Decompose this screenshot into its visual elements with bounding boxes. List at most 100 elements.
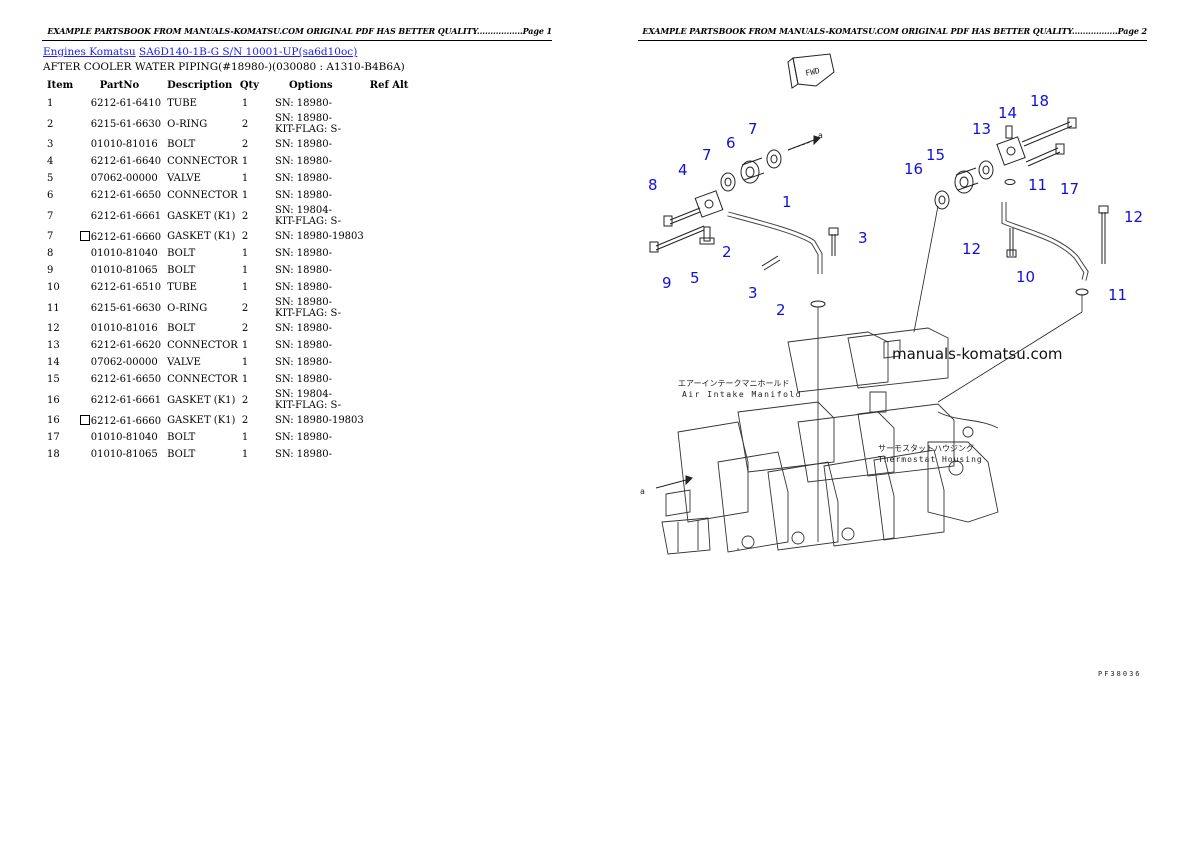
cell-partno: 6212-61-6510 <box>78 279 163 296</box>
cell-options: SN: 18980- <box>263 95 366 112</box>
cell-qty: 1 <box>241 374 249 385</box>
cell-options: SN: 18980- <box>263 245 366 262</box>
gasket-16-drawing <box>978 160 994 180</box>
option-kit-flag: KIT-FLAG: S- <box>274 124 342 135</box>
cell-description: VALVE <box>167 357 201 368</box>
option-kit-flag: KIT-FLAG: S- <box>274 400 342 411</box>
part-number: 6212-61-6410 <box>90 98 162 109</box>
connector-15-drawing <box>954 167 979 194</box>
cell-description: BOLT <box>167 323 196 334</box>
callout-11b: 11 <box>1108 286 1127 304</box>
thermostat-label-jp: サーモスタットハウジング <box>878 443 974 453</box>
cell-qty: 1 <box>241 190 249 201</box>
option-serial: SN: 18980- <box>274 340 332 351</box>
cell-qty: 1 <box>241 432 249 443</box>
cell-qty: 2 <box>241 139 249 150</box>
cell-description: GASKET (K1) <box>167 394 236 406</box>
callout-11: 11 <box>1028 176 1047 194</box>
option-serial: SN: 18980- <box>274 265 332 276</box>
callout-12: 12 <box>962 240 981 258</box>
cell-partno: 6212-61-6650 <box>78 187 163 204</box>
cell-refalt <box>366 320 413 337</box>
cell-partno: 6212-61-6661 <box>78 388 163 412</box>
cell-description: BOLT <box>167 265 196 276</box>
cell-description: TUBE <box>167 282 197 293</box>
callout-16: 16 <box>904 160 923 178</box>
part-number: 6212-61-6660 <box>90 231 162 243</box>
gasket-7b-drawing <box>766 149 782 169</box>
bolt-3-drawing <box>828 227 839 256</box>
cell-refalt <box>366 112 413 136</box>
cell-refalt <box>366 187 413 204</box>
callout-9: 9 <box>662 274 672 292</box>
cell-refalt <box>366 95 413 112</box>
callout-5: 5 <box>690 269 700 287</box>
cell-description: BOLT <box>167 449 196 460</box>
callout-2: 2 <box>722 243 732 261</box>
part-number: 6212-61-6661 <box>90 210 162 222</box>
alternate-checkbox-icon <box>79 414 90 425</box>
part-number: 01010-81016 <box>90 139 158 150</box>
fwd-sign <box>787 53 835 89</box>
cell-options: SN: 18980- <box>263 429 366 446</box>
page-header-left: EXAMPLE PARTSBOOK FROM MANUALS-KOMATSU.C… <box>42 26 552 41</box>
cell-refalt <box>366 371 413 388</box>
cell-qty: 1 <box>241 340 249 351</box>
option-serial: SN: 18980- <box>274 113 332 124</box>
cell-partno: 07062-00000 <box>78 170 163 187</box>
option-serial: SN: 18980- <box>274 297 332 308</box>
cell-description: BOLT <box>167 248 196 259</box>
col-partno: PartNo <box>99 79 140 91</box>
col-refalt: Ref Alt <box>369 79 409 91</box>
part-number: 6215-61-6630 <box>90 118 162 130</box>
arrow-a-bottom <box>655 475 693 489</box>
callout-7: 7 <box>702 146 712 164</box>
cell-qty: 2 <box>241 415 249 426</box>
callout-2b: 2 <box>776 301 786 319</box>
cell-item: 3 <box>47 139 54 150</box>
callout-7b: 7 <box>748 120 758 138</box>
cell-item: 13 <box>47 340 60 351</box>
cell-item: 1 <box>47 98 54 109</box>
cell-item: 4 <box>47 156 54 167</box>
cell-item: 18 <box>47 449 60 460</box>
cell-options: SN: 18980- <box>263 262 366 279</box>
cell-refalt <box>366 170 413 187</box>
breadcrumb-link-model[interactable]: SA6D140-1B-G S/N 10001-UP(sa6d10oc) <box>139 46 358 58</box>
cell-qty: 2 <box>241 231 249 242</box>
option-serial: SN: 18980-19803 <box>274 231 364 242</box>
valve-5-drawing <box>699 226 715 245</box>
cell-options: SN: 18980- <box>263 354 366 371</box>
cell-refalt <box>366 446 413 463</box>
table-header-row: Item PartNo Description Qty Options Ref … <box>43 76 412 95</box>
part-number: 01010-81016 <box>90 323 158 334</box>
bolt-18-drawing <box>1021 117 1077 147</box>
cell-options: SN: 18980- <box>263 371 366 388</box>
breadcrumb-link-engines[interactable]: Engines Komatsu <box>43 46 136 58</box>
cell-item: 7 <box>47 231 54 242</box>
parts-diagram: FWD a a エアーインテークマニホールド Air Intake Manifo… <box>640 53 1143 678</box>
air-intake-label-jp: エアーインテークマニホールド <box>678 379 790 388</box>
cell-item: 9 <box>47 265 54 276</box>
cell-refalt <box>366 136 413 153</box>
option-serial: SN: 18980- <box>274 156 332 167</box>
cell-refalt <box>366 354 413 371</box>
cell-item: 10 <box>47 282 60 293</box>
thermostat-label-en: Thermostat Housing <box>878 455 983 464</box>
cell-item: 12 <box>47 323 60 334</box>
cell-qty: 2 <box>241 210 249 222</box>
part-number: 6212-61-6650 <box>90 374 162 385</box>
cell-qty: 1 <box>241 156 249 167</box>
cell-description: CONNECTOR <box>167 374 238 385</box>
bolt-17-drawing <box>1025 143 1065 167</box>
cell-options: SN: 18980- <box>263 320 366 337</box>
cell-partno: 6212-61-6410 <box>78 95 163 112</box>
cell-qty: 2 <box>241 394 249 406</box>
